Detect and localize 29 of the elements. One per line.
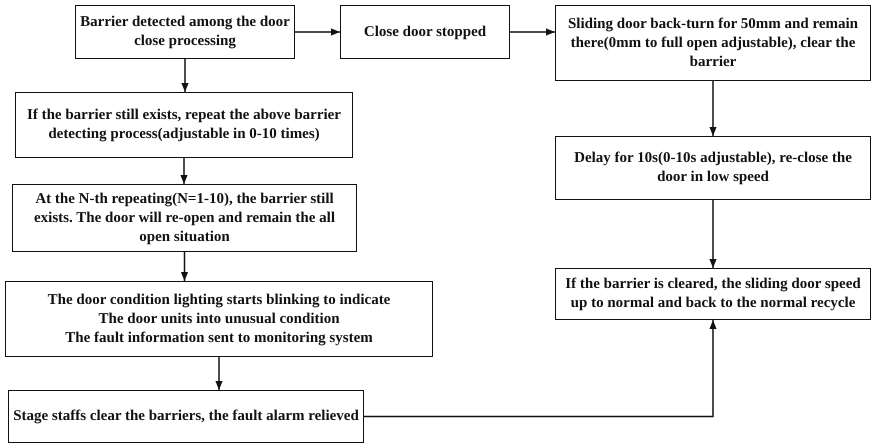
box-text: Close door stopped (364, 22, 486, 42)
process-box (555, 5, 871, 81)
process-box (5, 281, 433, 357)
arrow (364, 320, 717, 418)
process-box (15, 92, 353, 158)
box-text: The fault information sent to monitoring system (65, 328, 373, 348)
process-box (340, 5, 510, 59)
box-text: If the barrier is cleared, the sliding door speed up to normal and back to the normal recycle (564, 275, 862, 313)
arrow (709, 200, 717, 268)
box-text: The door condition lighting starts blinking to indicate (48, 290, 390, 310)
box-text: At the N-th repeating(N=1-10), the barrier still exists. The door will re-open and remain the all open situation (33, 190, 336, 246)
box-text: Sliding door back-turn for 50mm and remain there(0mm to full open adjustable), clear the barrier (566, 14, 860, 72)
arrow (181, 59, 189, 92)
arrow (510, 28, 555, 36)
arrow (295, 28, 340, 36)
process-box (555, 136, 871, 200)
box-text: Stage staffs clear the barriers, the fault alarm relieved (13, 407, 359, 426)
arrow (709, 81, 717, 136)
arrow (180, 252, 188, 281)
arrow (180, 158, 188, 184)
box-text: Barrier detected among the door close processing (80, 13, 290, 51)
box-text: Delay for 10s(0-10s adjustable), re-close the door in low speed (573, 149, 853, 187)
arrow (215, 357, 223, 390)
process-box (75, 5, 295, 59)
process-box (12, 184, 357, 252)
box-text: If the barrier still exists, repeat the above barrier detecting process(adjustable in 0-10 times) (26, 106, 342, 144)
box-text: The door units into unusual condition (98, 310, 340, 328)
process-box (555, 268, 871, 320)
process-box (8, 390, 364, 443)
